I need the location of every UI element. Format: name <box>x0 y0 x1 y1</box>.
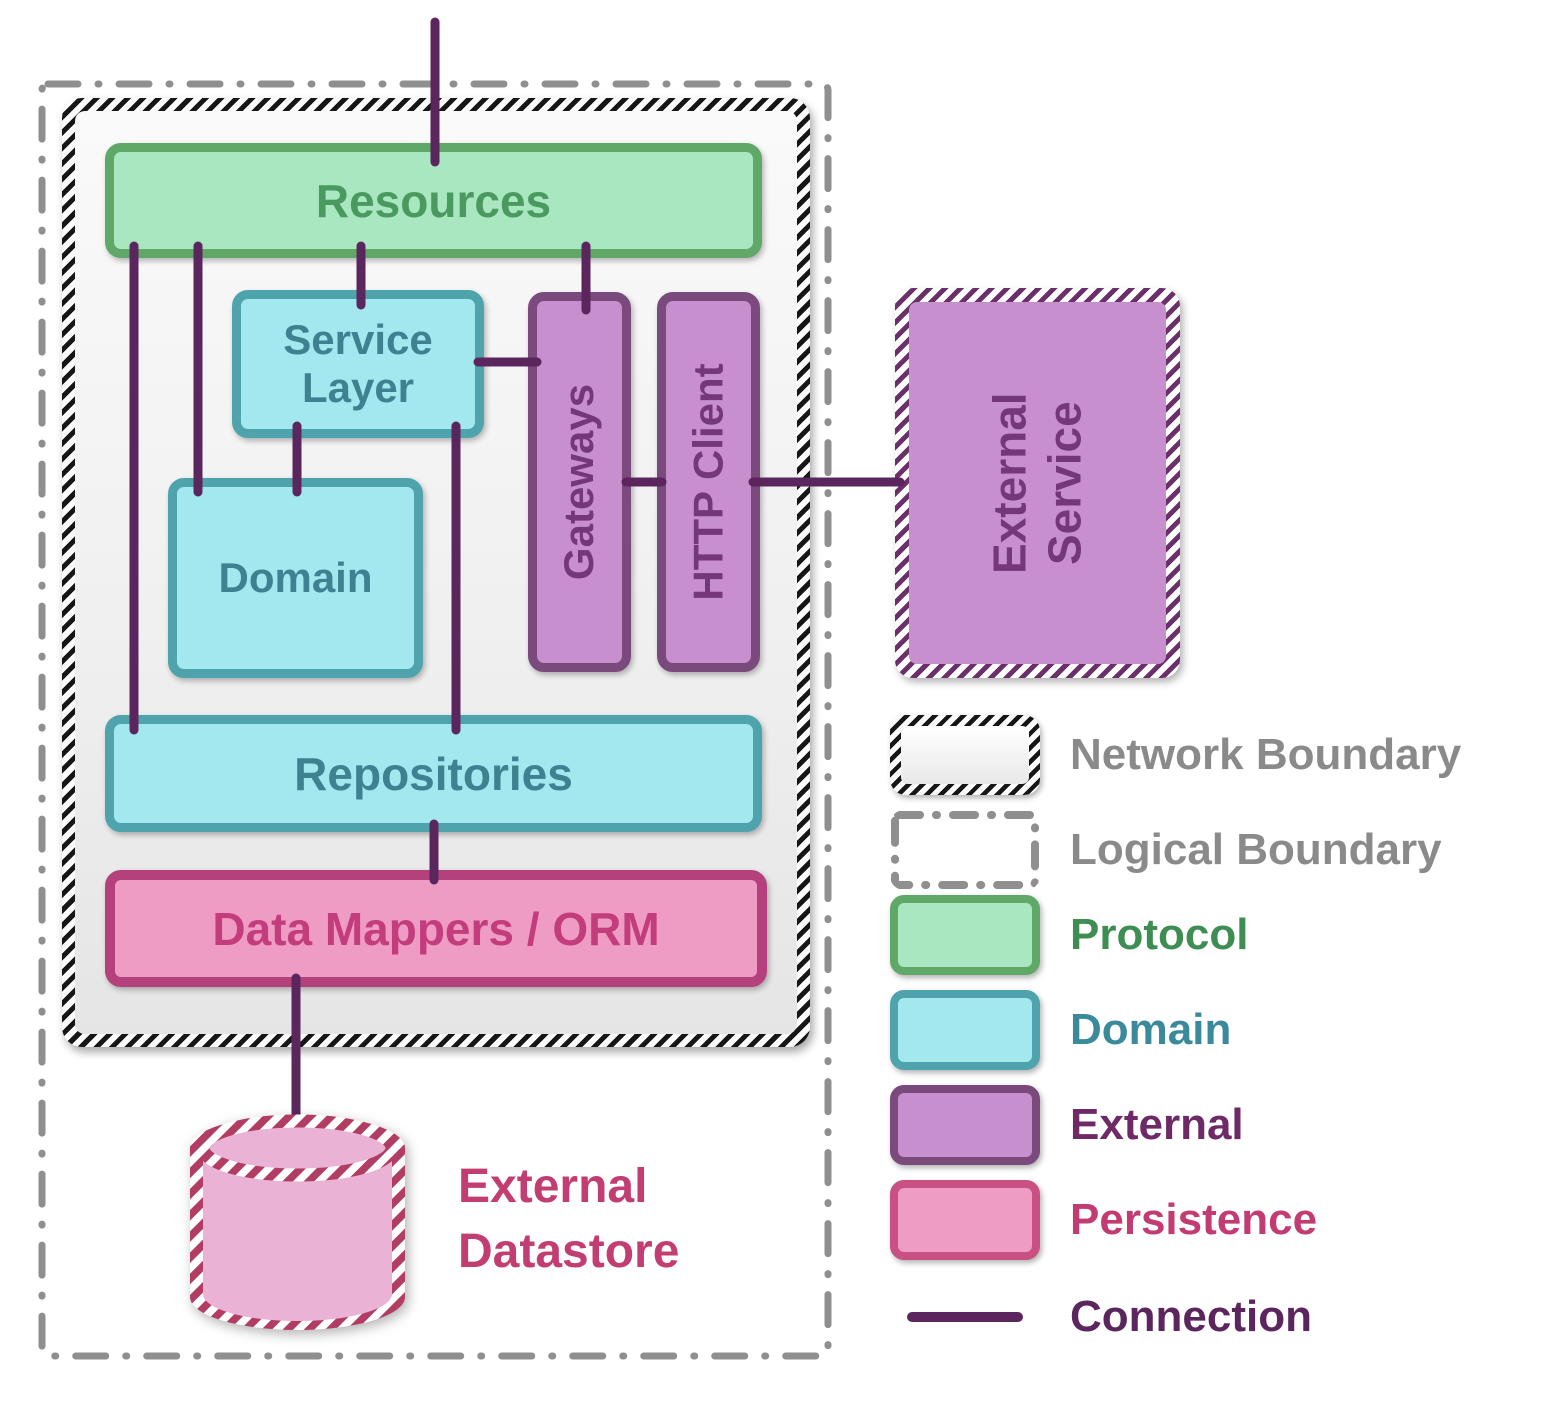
node-data-mappers: Data Mappers / ORM <box>105 870 767 987</box>
legend-label-persistence: Persistence <box>1070 1195 1318 1244</box>
legend-row-external: External <box>890 1085 1244 1165</box>
legend-row-persistence: Persistence <box>890 1180 1317 1260</box>
legend-label-connection: Connection <box>1070 1292 1312 1341</box>
legend-row-connection: Connection <box>890 1282 1312 1352</box>
node-domain-label: Domain <box>218 554 373 601</box>
node-http-client-label: HTTP Client <box>684 363 732 601</box>
external-swatch <box>890 1085 1040 1165</box>
node-service-layer: Service Layer <box>232 290 484 438</box>
legend-row-protocol: Protocol <box>890 895 1248 975</box>
legend-label-external: External <box>1070 1100 1244 1149</box>
node-data-mappers-label: Data Mappers / ORM <box>212 902 660 955</box>
legend-row-network-boundary: Network Boundary <box>890 715 1461 795</box>
legend-row-logical-boundary: Logical Boundary <box>890 810 1442 890</box>
node-gateways-label: Gateways <box>555 383 603 581</box>
node-gateways: Gateways <box>528 292 631 672</box>
node-repositories-label: Repositories <box>294 747 573 800</box>
node-repositories: Repositories <box>105 715 762 832</box>
legend-label-protocol: Protocol <box>1070 910 1249 959</box>
network-boundary-swatch <box>890 715 1040 795</box>
external-datastore-label: External Datastore <box>458 1160 680 1278</box>
protocol-swatch <box>890 895 1040 975</box>
logical-boundary-swatch <box>891 811 1039 889</box>
legend-label-domain: Domain <box>1070 1005 1232 1054</box>
datastore-cylinder-top <box>196 1114 399 1182</box>
node-external-service-body: External Service <box>909 302 1166 664</box>
legend-label-logical-boundary: Logical Boundary <box>1070 825 1442 874</box>
persistence-swatch <box>890 1180 1040 1260</box>
node-external-service-label: External Service <box>983 392 1091 574</box>
connection-swatch <box>907 1312 1023 1322</box>
node-service-layer-label: Service Layer <box>283 315 433 411</box>
node-domain: Domain <box>168 478 423 678</box>
node-resources-label: Resources <box>315 174 552 227</box>
node-external-service: External Service <box>895 288 1180 678</box>
node-resources: Resources <box>105 143 762 258</box>
domain-swatch <box>890 990 1040 1070</box>
node-external-datastore <box>190 1114 405 1330</box>
datastore-cylinder-border <box>190 1115 405 1330</box>
datastore-cylinder-body <box>202 1124 392 1321</box>
node-http-client: HTTP Client <box>657 292 760 672</box>
legend-label-network-boundary: Network Boundary <box>1070 730 1462 779</box>
legend-row-domain: Domain <box>890 990 1231 1070</box>
